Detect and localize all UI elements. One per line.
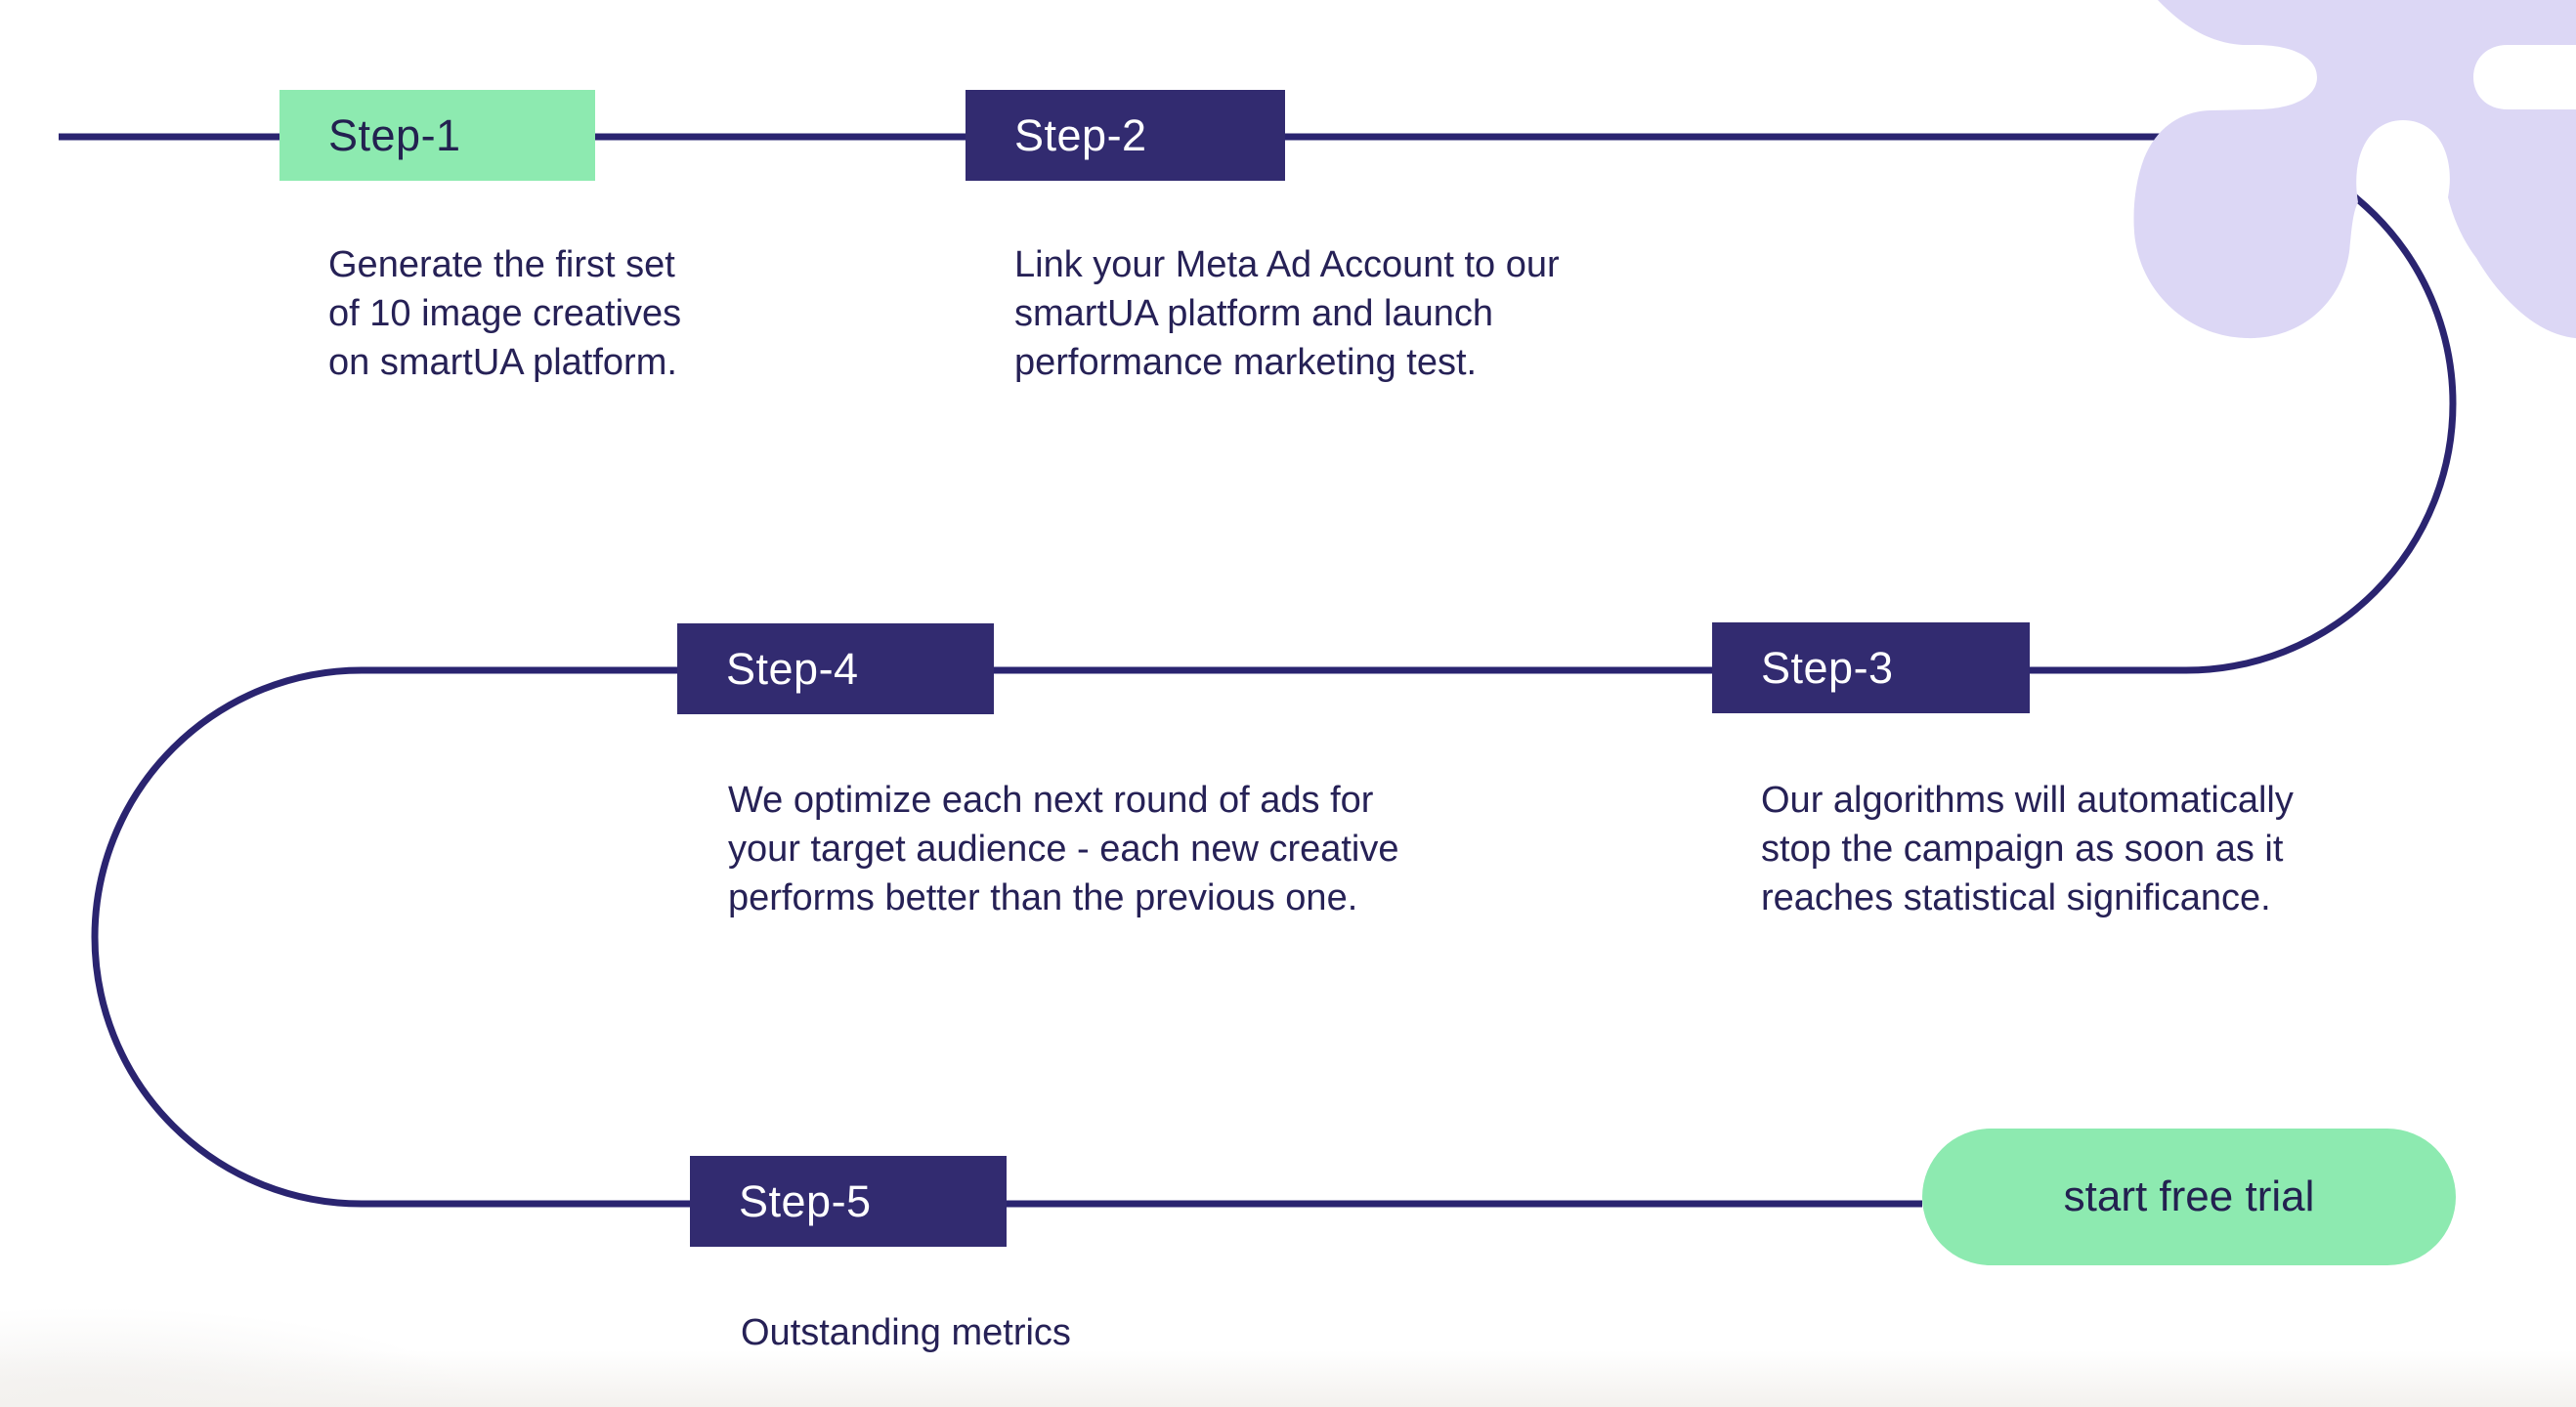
step-1-description: Generate the first set of 10 image creat… bbox=[328, 244, 682, 383]
step-3-description: Our algorithms will automatically stop t… bbox=[1761, 780, 2294, 918]
step-3-label: Step-3 bbox=[1761, 643, 1894, 693]
start-free-trial-button[interactable]: start free trial bbox=[1922, 1129, 2456, 1265]
step-5-description: Outstanding metrics bbox=[741, 1312, 1071, 1353]
step-4-box: Step-4 bbox=[677, 623, 994, 714]
step-4-label: Step-4 bbox=[726, 644, 859, 694]
step-2-description: Link your Meta Ad Account to our smartUA… bbox=[1014, 244, 1560, 383]
step-2-label: Step-2 bbox=[1014, 110, 1147, 160]
flow-connector-line bbox=[59, 133, 2457, 1208]
step-1-label: Step-1 bbox=[328, 110, 461, 160]
step-5-box: Step-5 bbox=[690, 1156, 1007, 1247]
step-2-box: Step-2 bbox=[966, 90, 1285, 181]
step-4-description: We optimize each next round of ads for y… bbox=[728, 780, 1399, 918]
step-3-box: Step-3 bbox=[1712, 622, 2030, 713]
step-1-box: Step-1 bbox=[279, 90, 595, 181]
step-5-label: Step-5 bbox=[739, 1176, 872, 1226]
decorative-blob bbox=[2133, 0, 2576, 339]
